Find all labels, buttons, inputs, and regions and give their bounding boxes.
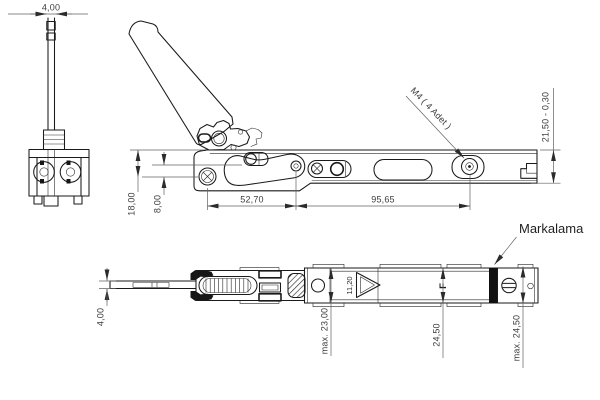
marking-leader — [494, 236, 517, 265]
triangle-dim-text: 11,20 — [345, 276, 354, 294]
dim-height-18: 18,00 — [127, 149, 204, 216]
dim-rod-width-plan: 4,00 — [96, 268, 116, 326]
window-slot-top — [258, 269, 282, 279]
dim-text-18: 18,00 — [127, 192, 137, 216]
dim-text-rod-width-top: 4,00 — [42, 3, 60, 13]
grip-pad — [287, 272, 306, 299]
mechanism-hole — [310, 278, 326, 293]
lock-barrel — [198, 275, 258, 296]
m4-screw — [451, 154, 485, 180]
warning-triangle — [355, 271, 381, 299]
stamp-letter-text: F — [438, 283, 449, 289]
window-slot-bottom — [258, 292, 282, 302]
latch-bar-side — [193, 149, 538, 192]
end-cap — [496, 267, 539, 304]
dim-max-24-50: max. 24,50 — [512, 266, 526, 368]
dim-text-tolerance: 21,50 - 0,30 — [541, 92, 551, 142]
cam-assembly — [196, 119, 263, 151]
end-hook — [520, 162, 538, 179]
dim-height-tolerance: 21,50 - 0,30 — [531, 88, 561, 184]
side-view: 18,00 8,00 52,70 95,65 M4 ( 4 Adet ) — [127, 20, 561, 216]
marking-callout: Markalama — [494, 221, 584, 265]
latch-bar-plan: 11,20 F — [303, 264, 539, 307]
dim-text-24-50: 24,50 — [432, 323, 442, 347]
dim-max-23: max. 23,00 — [320, 268, 334, 356]
dim-text-max-24-50: max. 24,50 — [512, 315, 522, 362]
pin-slot — [307, 159, 352, 179]
pivot-screw — [198, 167, 217, 186]
plan-view: 11,20 F 4,00 max. 23,00 — [96, 221, 584, 368]
dim-24-50: 24,50 — [432, 268, 446, 358]
handle-rod-plan — [109, 280, 197, 290]
marking-label-text: Markalama — [519, 221, 584, 236]
kidney-screw — [290, 160, 302, 172]
dim-height-8: 8,00 — [152, 152, 242, 213]
m4-callout: M4 ( 4 Adet ) — [405, 85, 465, 159]
marking-band — [489, 268, 498, 303]
dim-text-max-23: max. 23,00 — [320, 308, 330, 355]
window-slot-mid — [258, 282, 282, 293]
m4-leader — [405, 95, 465, 159]
dim-text-rod-width-plan: 4,00 — [96, 308, 106, 326]
slot-screw — [501, 277, 517, 294]
handle-rod-front — [46, 17, 56, 131]
latch-mechanism-plan — [190, 267, 326, 304]
latch-body-front — [28, 129, 90, 207]
kidney-slot — [223, 153, 306, 186]
dim-text-52: 52,70 — [240, 195, 264, 205]
handle-lever — [128, 20, 234, 146]
end-hole — [527, 282, 534, 290]
m4-note-text: M4 ( 4 Adet ) — [409, 85, 454, 131]
dim-text-8: 8,00 — [153, 195, 163, 213]
front-view: 4,00 — [8, 3, 90, 207]
middle-slot — [373, 158, 433, 181]
dim-rod-width-top: 4,00 — [8, 3, 88, 17]
dim-text-95: 95,65 — [371, 195, 395, 205]
dim-length-95: 95,65 — [296, 174, 471, 210]
